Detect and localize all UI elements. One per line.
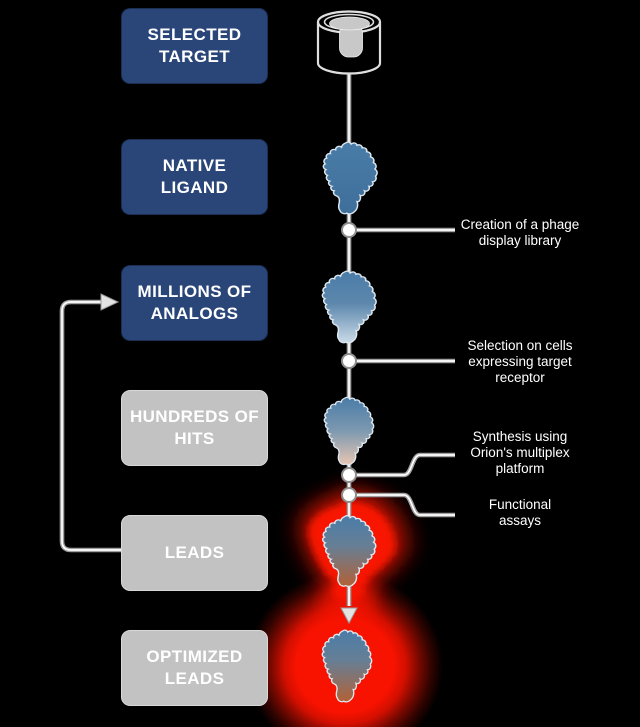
protein-blob-icon-analogs xyxy=(321,270,377,344)
stage-label-line: NATIVE xyxy=(162,155,227,175)
stage-box-leads: LEADS xyxy=(121,515,268,591)
annotation-line: Selection on cells xyxy=(467,338,573,353)
annotation-line: expressing target xyxy=(468,354,572,369)
annotation-line: Orion's multiplex xyxy=(470,445,570,460)
stage-label-line: LIGAND xyxy=(160,178,229,197)
stage-box-hundreds-of-hits: HUNDREDS OF HITS xyxy=(121,390,268,466)
down-arrow-icon xyxy=(340,607,358,625)
node-dot-3 xyxy=(341,467,357,483)
annotation-line: platform xyxy=(495,461,545,476)
receptor-cylinder-icon xyxy=(316,10,382,75)
stage-box-millions-of-analogs: MILLIONS OF ANALOGS xyxy=(121,265,268,341)
node-dots xyxy=(341,222,357,503)
annotation-selection-on-cells: Selection on cells expressing target rec… xyxy=(450,338,590,386)
stage-label-line: MILLIONS OF xyxy=(137,281,252,301)
node-dot-2 xyxy=(341,353,357,369)
node-dot-4 xyxy=(341,487,357,503)
stage-label-line: SELECTED xyxy=(147,24,242,44)
stage-label-line: HUNDREDS OF xyxy=(129,406,260,426)
stage-box-native-ligand: NATIVE LIGAND xyxy=(121,139,268,215)
stage-label-line: LEADS xyxy=(164,669,225,688)
stage-label-line: HITS xyxy=(174,429,215,448)
annotation-connectors xyxy=(349,227,455,518)
stage-box-optimized-leads: OPTIMIZED LEADS xyxy=(121,630,268,706)
protein-blob-icon-native-ligand xyxy=(322,141,378,215)
stage-label-line: OPTIMIZED xyxy=(146,646,243,666)
annotation-line: display library xyxy=(478,233,562,248)
stage-label-line: TARGET xyxy=(158,47,231,66)
right-arrow-icon xyxy=(100,293,120,311)
feedback-arrow xyxy=(59,293,121,553)
node-dot-1 xyxy=(341,222,357,238)
stage-label-line: LEADS xyxy=(164,542,225,562)
annotation-functional-assays: Functional assays xyxy=(450,497,590,529)
stage-label-line: ANALOGS xyxy=(150,304,239,323)
stage-box-selected-target: SELECTED TARGET xyxy=(121,8,268,84)
annotation-phage-display-library: Creation of a phage display library xyxy=(450,217,590,249)
annotation-synthesis-multiplex: Synthesis using Orion's multiplex platfo… xyxy=(450,429,590,477)
annotation-line: Synthesis using xyxy=(472,429,568,444)
protein-blob-icon-hits xyxy=(323,396,375,466)
annotation-line: Functional xyxy=(488,497,552,512)
annotation-line: Creation of a phage xyxy=(460,217,580,232)
annotation-line: receptor xyxy=(495,370,545,385)
annotation-line: assays xyxy=(498,513,542,528)
